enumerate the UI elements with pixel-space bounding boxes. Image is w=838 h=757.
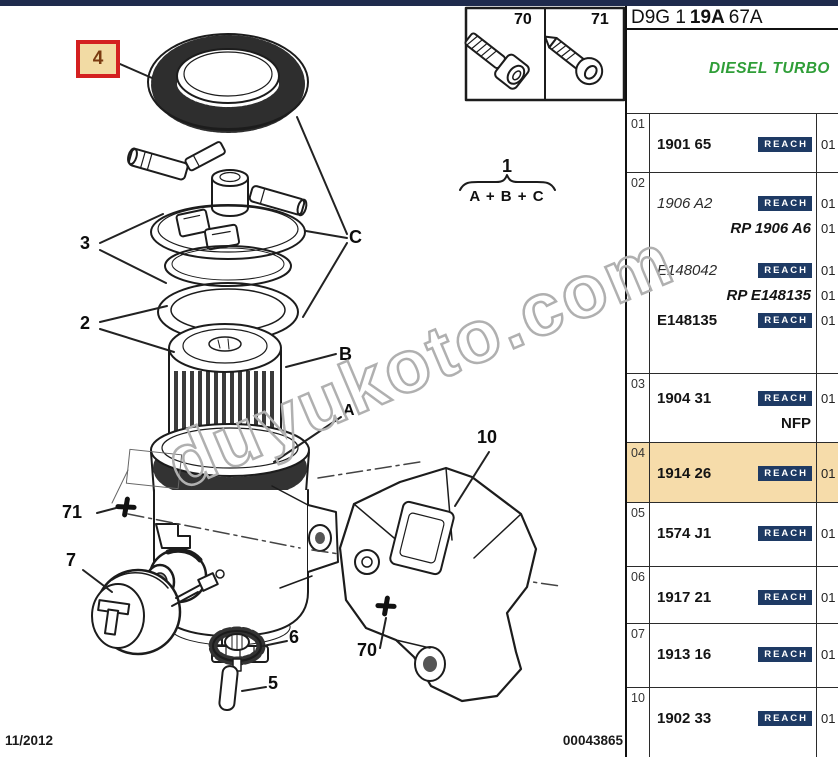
- reach-badge[interactable]: REACH: [758, 646, 812, 663]
- callout-part-3[interactable]: 3: [80, 233, 91, 253]
- screw-inset-box: [464, 6, 625, 102]
- top-band: [0, 0, 838, 6]
- callout-part-6[interactable]: 6: [289, 627, 300, 647]
- bleed-pin-drawing: [218, 665, 239, 712]
- callout-part-10[interactable]: 10: [477, 427, 498, 447]
- part-number: RP 1906 A6: [730, 220, 811, 237]
- part-number: E148135: [657, 312, 718, 329]
- drain-knob-drawing: [208, 626, 266, 672]
- reach-badge[interactable]: REACH: [758, 390, 812, 407]
- part-number: 1901 65: [657, 136, 712, 153]
- footer-date: 11/2012: [5, 733, 54, 748]
- qty-value: [821, 411, 838, 436]
- section-title: DIESEL TURBO: [627, 30, 838, 113]
- reach-badge[interactable]: REACH: [758, 465, 812, 482]
- row-ref: 10: [627, 688, 650, 757]
- qty-value: 01: [821, 711, 836, 726]
- part-number: RP E148135: [726, 287, 811, 304]
- part-number: 1914 26: [657, 465, 712, 482]
- exploded-diagram-drawing: [82, 6, 625, 712]
- callout-part-4[interactable]: 4: [76, 40, 120, 78]
- reach-badge[interactable]: REACH: [758, 262, 812, 279]
- table-row[interactable]: 06 1917 21 REACH 01: [627, 566, 838, 623]
- reach-badge[interactable]: REACH: [758, 195, 812, 212]
- table-row[interactable]: 07 1913 16 REACH 01: [627, 623, 838, 687]
- table-row[interactable]: 10 1902 33 REACH 01: [627, 687, 838, 757]
- part-number: E148042: [657, 262, 718, 279]
- part-number: 1904 31: [657, 390, 712, 407]
- part-status: NFP: [781, 415, 811, 432]
- qty-value: 01: [821, 288, 836, 303]
- table-row[interactable]: 03 1904 31 REACH NFP 01: [627, 373, 838, 442]
- mounting-bracket-drawing: [338, 466, 538, 703]
- callout-part-2[interactable]: 2: [80, 313, 91, 333]
- formula-numerator: 1: [501, 156, 512, 176]
- row-ref: 06: [627, 567, 650, 623]
- inset-label-71: 71: [591, 11, 609, 28]
- callout-group-c: C: [349, 227, 362, 247]
- water-sensor-drawing: [91, 547, 225, 656]
- row-ref: 03: [627, 374, 650, 442]
- row-ref: 05: [627, 503, 650, 566]
- code-figure: 19A: [689, 7, 725, 28]
- part-number: 1574 J1: [657, 525, 712, 542]
- qty-value: 01: [821, 466, 836, 481]
- row-ref: 07: [627, 624, 650, 687]
- filter-cartridge-drawing: [168, 323, 283, 464]
- cross-marker-icon: [115, 496, 397, 617]
- qty-value: 01: [821, 263, 836, 278]
- seal-ring-drawing: [147, 33, 309, 133]
- qty-value: 01: [821, 137, 836, 152]
- inset-label-70: 70: [514, 11, 532, 28]
- callout-screw-71[interactable]: 71: [62, 502, 83, 522]
- callout-part-7[interactable]: 7: [66, 550, 77, 570]
- exploded-diagram-panel: 4 70 71 3 2 C B A 10 71 7 6 5 70 1 A + B…: [5, 6, 687, 748]
- qty-value: 01: [821, 313, 836, 328]
- row-ref: 04: [627, 443, 650, 502]
- formula-brace: [459, 174, 556, 191]
- leader-lines: [82, 63, 490, 692]
- table-row[interactable]: 01 1901 65 REACH 01: [627, 113, 838, 172]
- qty-value: 01: [821, 391, 836, 406]
- qty-value: 01: [821, 526, 836, 541]
- callout-group-a: A: [343, 402, 355, 419]
- table-row-selected[interactable]: 04 1914 26 REACH 01: [627, 442, 838, 502]
- qty-value: 01: [821, 590, 836, 605]
- part-number: 1902 33: [657, 710, 712, 727]
- reach-badge[interactable]: REACH: [758, 312, 812, 329]
- reach-badge[interactable]: REACH: [758, 136, 812, 153]
- code-prefix: D9G 1: [631, 7, 686, 28]
- part-number: 1917 21: [657, 589, 712, 606]
- row-ref: 02: [627, 173, 650, 373]
- torx-screw-icon: [544, 35, 604, 86]
- reach-badge[interactable]: REACH: [758, 589, 812, 606]
- socket-screw-icon: [464, 32, 530, 90]
- callout-screw-70[interactable]: 70: [357, 640, 378, 660]
- section-title-text: DIESEL TURBO: [708, 60, 830, 77]
- callout-part-5[interactable]: 5: [268, 673, 279, 693]
- reach-badge[interactable]: REACH: [758, 710, 812, 727]
- formula-denominator: A + B + C: [469, 188, 545, 205]
- qty-value: 01: [821, 647, 836, 662]
- callout-group-b: B: [339, 344, 352, 364]
- part-number: 1913 16: [657, 646, 712, 663]
- row-ref: 01: [627, 114, 650, 172]
- filter-head-drawing: [127, 141, 308, 287]
- table-row[interactable]: 05 1574 J1 REACH 01: [627, 502, 838, 566]
- qty-value: 01: [821, 196, 836, 211]
- code-suffix: 67A: [728, 7, 763, 28]
- qty-value: 01: [821, 221, 836, 236]
- footer-doc-number: 00043865: [562, 733, 623, 748]
- reach-badge[interactable]: REACH: [758, 525, 812, 542]
- part-number: 1906 A2: [657, 195, 713, 212]
